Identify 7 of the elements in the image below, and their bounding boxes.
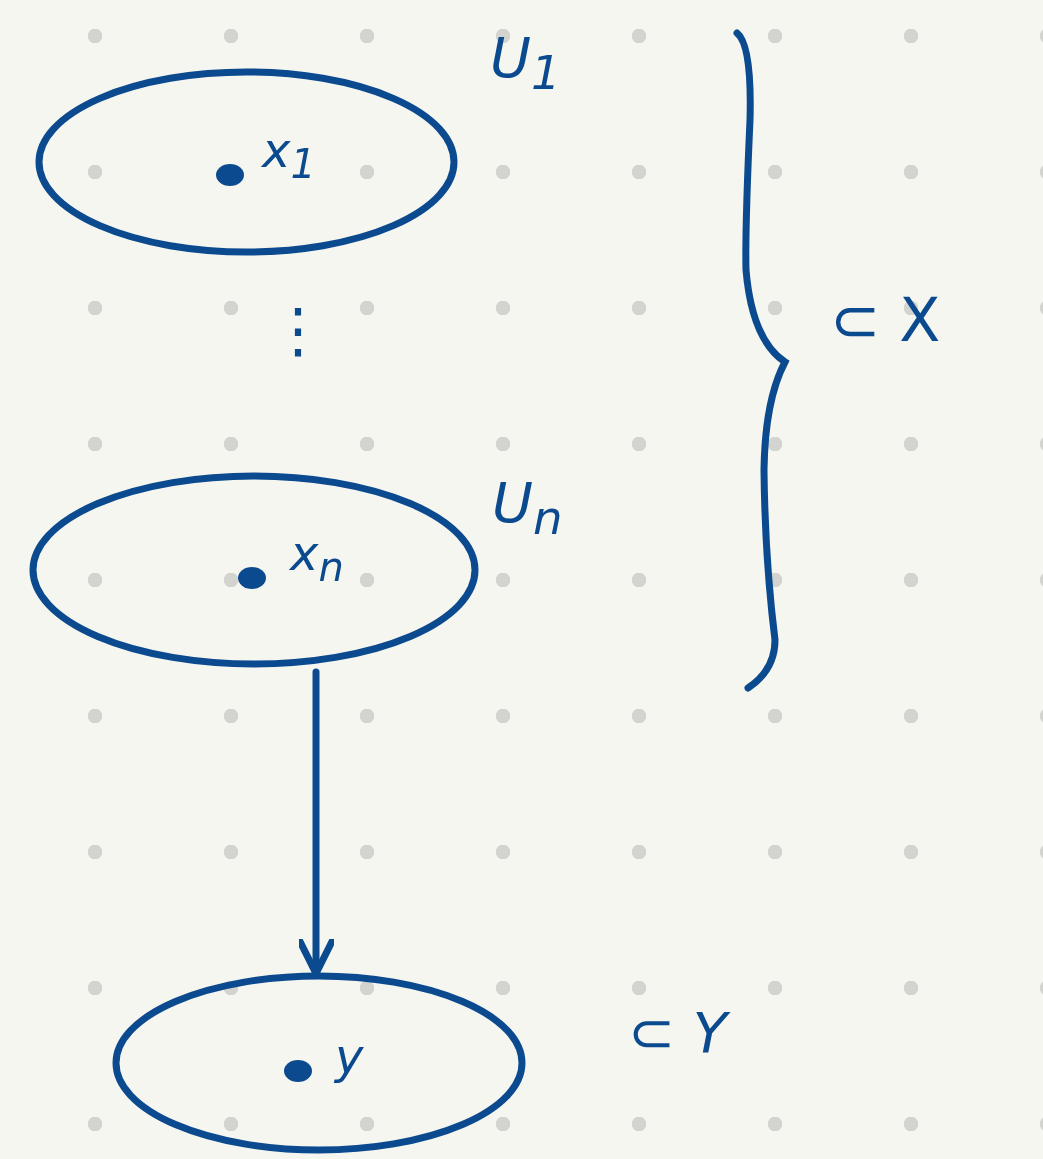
point-label: y [335, 1028, 364, 1084]
point-label: x$_{n}$ [290, 525, 344, 590]
subset-label: ⊂ X [830, 285, 941, 355]
set-label: U$_{n}$ [492, 470, 563, 546]
set-label: U$_{1}$ [490, 25, 561, 101]
point-label: x$_{1}$ [262, 122, 316, 187]
ellipsis: ⋮ [268, 295, 328, 365]
